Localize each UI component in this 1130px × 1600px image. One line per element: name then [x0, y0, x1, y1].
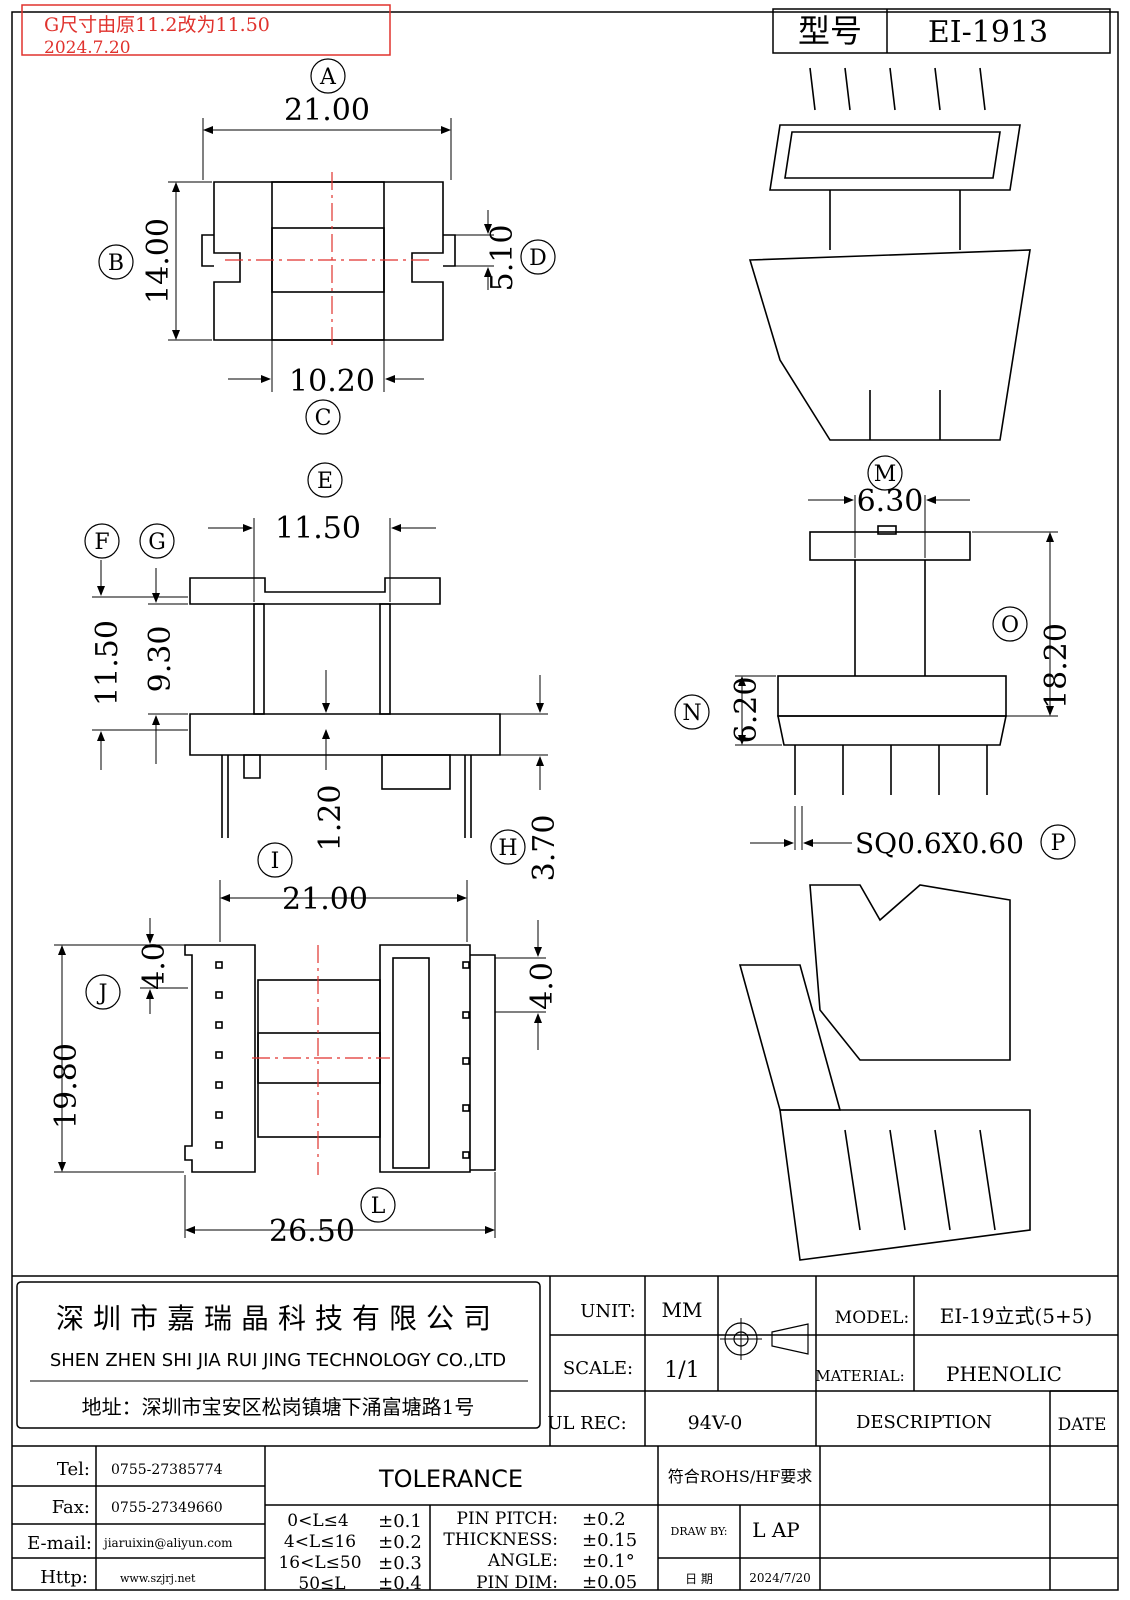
iso-view-top	[748, 67, 1031, 441]
email-label: E-mail:	[27, 1533, 92, 1554]
unit-label: UNIT:	[580, 1301, 635, 1322]
tol-value-0: ±0.1	[378, 1511, 422, 1532]
date-label: DATE	[1058, 1415, 1107, 1435]
marker-d: D	[529, 246, 547, 271]
ul-label: UL REC:	[547, 1413, 626, 1434]
dim-n-value: 6.20	[729, 677, 764, 744]
dim-h-value: 3.70	[527, 815, 562, 882]
model-label: MODEL:	[835, 1308, 909, 1328]
tol-item-value-1: ±0.15	[582, 1530, 637, 1551]
tol-range-0: 0<L≤4	[287, 1511, 348, 1531]
tol-item-1: THICKNESS:	[443, 1530, 558, 1550]
rohs-note: 符合ROHS/HF要求	[668, 1467, 813, 1486]
tol-range-3: 50≤L	[298, 1574, 345, 1594]
iso-view-bottom	[738, 884, 1031, 1261]
dim-h-small-value: 1.20	[313, 785, 348, 852]
marker-a: A	[319, 65, 337, 90]
tol-item-value-3: ±0.05	[582, 1572, 637, 1593]
email-value: jiaruixin@aliyun.com	[102, 1536, 233, 1550]
dim-k-value: 19.80	[49, 1043, 84, 1129]
date-label-cn: 日 期	[685, 1572, 713, 1586]
marker-c: C	[315, 406, 332, 431]
tel-value: 0755-27385774	[111, 1462, 223, 1478]
tol-range-2: 16<L≤50	[278, 1553, 361, 1573]
draw-date-value: 2024/7/20	[749, 1571, 811, 1585]
tol-value-2: ±0.3	[378, 1553, 422, 1574]
marker-h: H	[498, 836, 517, 861]
company-address: 地址：深圳市宝安区松岗镇塘下涌富塘路1号	[82, 1395, 475, 1419]
dim-c-value: 10.20	[289, 364, 375, 399]
side-view	[777, 525, 1007, 795]
dim-a-value: 21.00	[284, 93, 370, 128]
tol-item-value-2: ±0.1°	[582, 1551, 635, 1572]
draw-by-value: L AP	[752, 1518, 800, 1542]
dim-i-value: 21.00	[282, 882, 368, 917]
tol-value-1: ±0.2	[378, 1532, 422, 1553]
tol-range-1: 4<L≤16	[284, 1532, 356, 1552]
marker-p: P	[1051, 831, 1066, 856]
company-name-cn: 深圳市嘉瑞晶科技有限公司	[56, 1302, 500, 1335]
marker-l: L	[371, 1194, 386, 1219]
marker-n: N	[682, 701, 701, 726]
revision-note-line1: G尺寸由原11.2改为11.50	[44, 14, 270, 36]
marker-b: B	[108, 251, 124, 276]
model-value: EI-19立式(5+5)	[940, 1304, 1093, 1328]
tol-item-0: PIN PITCH:	[457, 1509, 559, 1529]
tol-item-2: ANGLE:	[487, 1551, 558, 1571]
dim-b-value: 14.00	[141, 218, 176, 304]
top-view	[201, 172, 456, 350]
company-name-en: SHEN ZHEN SHI JIA RUI JING TECHNOLOGY CO…	[50, 1350, 506, 1371]
marker-o: O	[1001, 613, 1019, 638]
dim-j-right-value: 4.0	[525, 962, 560, 1010]
dim-p-value: SQ0.6X0.60	[855, 827, 1024, 860]
http-label: Http:	[40, 1567, 88, 1588]
sheet-border	[11, 11, 1119, 1591]
unit-value: MM	[662, 1298, 703, 1322]
tel-label: Tel:	[57, 1459, 90, 1480]
marker-m: M	[874, 462, 897, 487]
marker-g: F	[94, 530, 109, 555]
tol-item-value-0: ±0.2	[582, 1509, 626, 1530]
revision-note: G尺寸由原11.2改为11.50 2024.7.20	[21, 4, 391, 58]
dim-g-value: 11.50	[90, 620, 125, 706]
marker-i: I	[271, 849, 280, 874]
model-box-value: EI-1913	[928, 15, 1048, 50]
bottom-view	[184, 944, 496, 1175]
scale-value: 1/1	[664, 1358, 699, 1383]
ul-value: 94V-0	[688, 1412, 743, 1434]
dim-f-value: 9.30	[143, 626, 178, 693]
http-value: www.szjrj.net	[120, 1572, 196, 1585]
description-label: DESCRIPTION	[856, 1412, 992, 1433]
tolerance-title: TOLERANCE	[378, 1465, 523, 1493]
revision-note-line2: 2024.7.20	[44, 38, 131, 58]
tol-item-3: PIN DIM:	[476, 1573, 558, 1593]
marker-j: J	[97, 981, 108, 1006]
title-block	[12, 1275, 1118, 1590]
marker-f: G	[148, 530, 166, 555]
tol-value-3: ±0.4	[378, 1573, 422, 1594]
material-value: PHENOLIC	[946, 1362, 1062, 1386]
fax-label: Fax:	[52, 1497, 90, 1518]
dim-j-value: 4.0	[137, 942, 172, 990]
dim-d-value: 5.10	[485, 225, 520, 292]
dim-l-value: 26.50	[269, 1214, 355, 1249]
material-label: MATERIAL:	[815, 1367, 904, 1385]
dim-o-value: 18.20	[1039, 623, 1074, 709]
marker-e: E	[317, 469, 333, 494]
model-box-label: 型号	[798, 12, 862, 50]
dim-e-value: 11.50	[275, 511, 361, 546]
fax-value: 0755-27349660	[111, 1500, 223, 1516]
draw-by-label: DRAW BY:	[671, 1525, 728, 1538]
scale-label: SCALE:	[563, 1358, 633, 1379]
model-box: 型号 EI-1913	[772, 8, 1111, 54]
